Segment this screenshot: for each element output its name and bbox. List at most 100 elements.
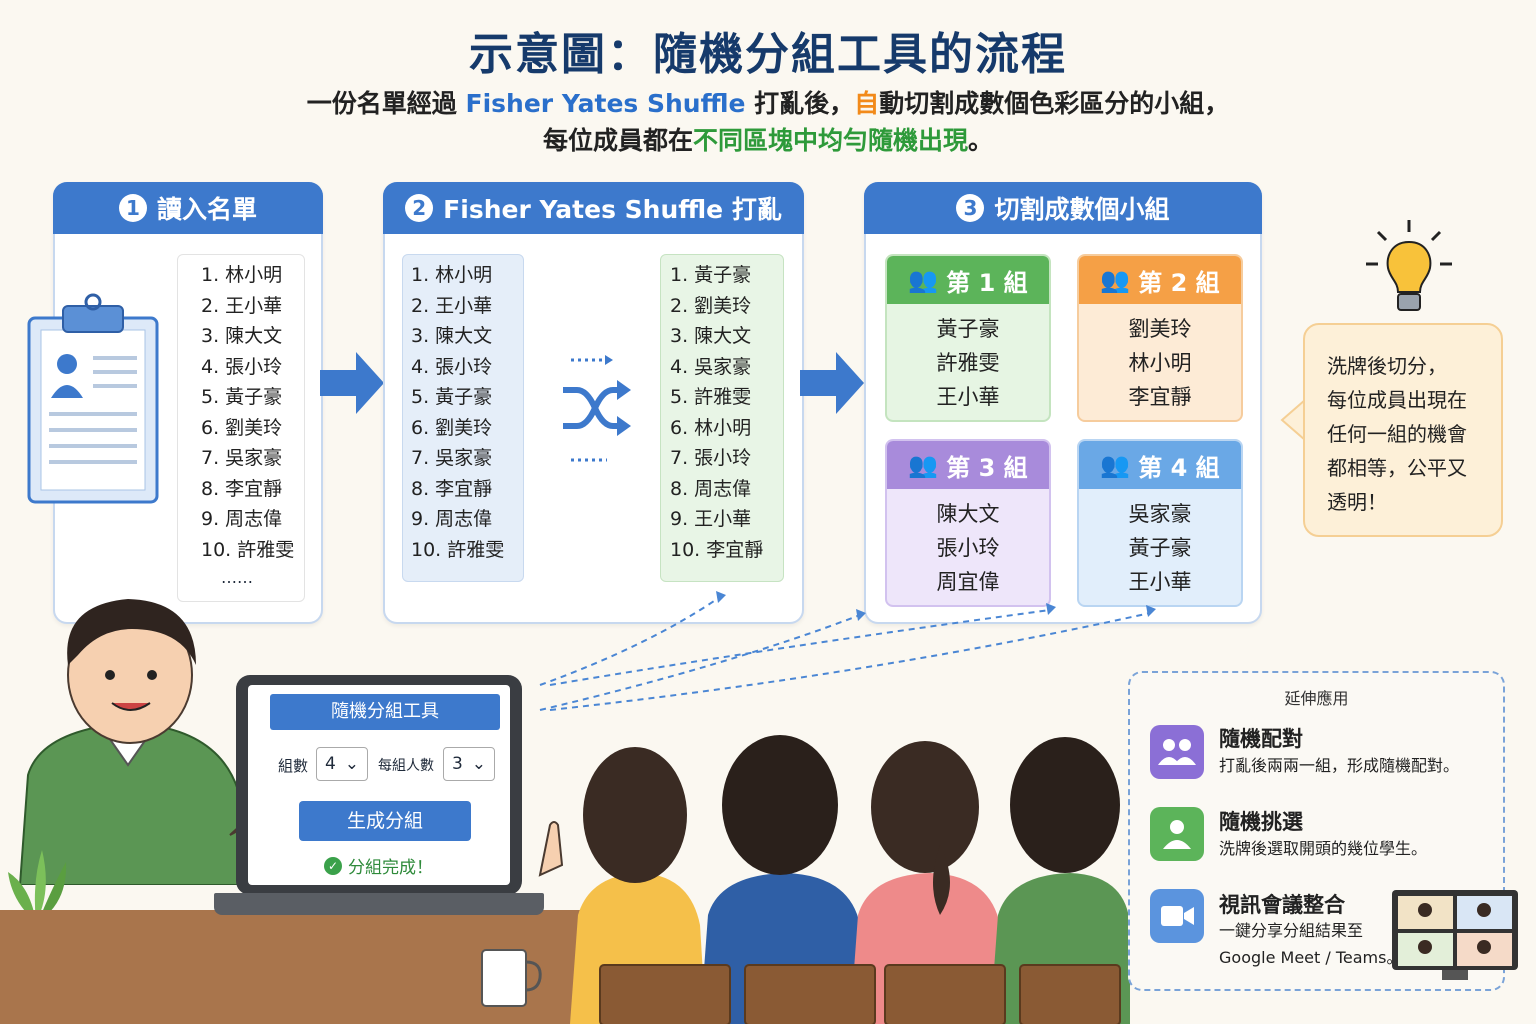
group-member: 王小華 (1128, 570, 1192, 594)
extension-desc: 洗牌後選取開頭的幾位學生。 (1219, 839, 1428, 858)
tip-line: 都相等，公平又 (1327, 456, 1467, 480)
list-item: 6. 劉美玲 (201, 416, 283, 439)
group-member: 李宜靜 (1128, 385, 1192, 409)
list-item: 2. 王小華 (411, 294, 493, 317)
tip-line: 每位成員出現在 (1327, 388, 1467, 412)
list-item: 7. 張小玲 (670, 447, 752, 469)
laptop-keyboard (214, 893, 544, 915)
list-item: 4. 張小玲 (411, 355, 493, 378)
people-icon: 👥 (908, 266, 939, 294)
flow-arrow-icon (320, 352, 384, 414)
shuffled-list-box (660, 254, 784, 582)
step3-title: 切割成數個小組 (994, 195, 1170, 224)
group-card-2: 👥第 2 組 劉美玲林小明李宜靜 (1077, 254, 1243, 422)
extension-desc: 打亂後兩兩一組，形成隨機配對。 (1219, 756, 1460, 775)
connector-lines (539, 591, 1156, 711)
group-title: 第 1 組 (946, 268, 1028, 297)
tool-title-bar: 隨機分組工具 (270, 694, 500, 730)
group-title: 第 3 組 (946, 453, 1028, 482)
original-list-box (402, 254, 524, 582)
subtitle-algorithm: Fisher Yates Shuffle (465, 89, 746, 118)
group-member: 黃子豪 (936, 317, 1000, 341)
extension-desc: 一鍵分享分組結果至 (1219, 921, 1364, 940)
list-item: 7. 吳家豪 (411, 447, 493, 469)
subtitle-line-1: 一份名單經過 Fisher Yates Shuffle 打亂後，自動切割成數個色… (0, 84, 1536, 120)
subtitle-text: 一份名單經過 (306, 89, 466, 118)
generate-button[interactable]: 生成分組 (299, 801, 471, 841)
group-member: 許雅雯 (936, 351, 1000, 375)
shuffle-icon (563, 355, 631, 462)
list-item: 10. 許雅雯 (201, 538, 295, 561)
step2-title: Fisher Yates Shuffle 打亂 (443, 195, 782, 224)
list-item: 3. 陳大文 (411, 325, 493, 347)
group-member: 吳家豪 (1128, 502, 1192, 526)
original-list: 1. 林小明 2. 王小華 3. 陳大文 4. 張小玲 5. 黃子豪 6. 劉美玲 7. 吳… (411, 260, 504, 565)
list-item: 5. 黃子豪 (411, 386, 493, 408)
page-title: 示意圖：隨機分組工具的流程 (469, 29, 1067, 80)
extension-title: 隨機挑選 (1219, 810, 1303, 834)
people-icon: 👥 (1100, 266, 1131, 294)
extensions-title: 延伸應用 (1284, 689, 1349, 708)
list-item: 1. 林小明 (201, 264, 283, 286)
chevron-down-icon: ⌄ (344, 754, 359, 774)
desk (0, 910, 650, 1024)
group-header: 👥第 4 組 (1079, 441, 1241, 489)
done-status: ✓ 分組完成！ (324, 853, 433, 878)
group-member: 張小玲 (936, 536, 1000, 560)
list-item: 4. 吳家豪 (670, 355, 752, 378)
list-item: 8. 周志偉 (670, 477, 752, 500)
list-item: 2. 王小華 (201, 294, 283, 317)
group-member: 陳大文 (936, 502, 1000, 526)
people-icon: 👥 (1100, 451, 1131, 479)
list-item: 3. 陳大文 (670, 325, 752, 347)
list-item: 1. 黃子豪 (670, 264, 752, 286)
group-members: 黃子豪許雅雯王小華 (887, 304, 1049, 414)
per-group-label: 每組人數 (378, 758, 434, 774)
group-member: 黃子豪 (1128, 536, 1192, 560)
list-item: 8. 李宜靜 (411, 477, 493, 500)
group-card-3: 👥第 3 組 陳大文張小玲周宜偉 (885, 439, 1051, 607)
list-item: 4. 張小玲 (201, 355, 283, 378)
groups-value: 4 (325, 754, 336, 774)
laptop: 隨機分組工具 組數 4⌄ 每組人數 3⌄ 生成分組 ✓ 分組完成！ (236, 675, 522, 895)
group-member: 林小明 (1128, 351, 1192, 375)
group-members: 吳家豪黃子豪王小華 (1079, 489, 1241, 599)
group-header: 👥第 1 組 (887, 256, 1049, 304)
video-meeting-screen-icon (1392, 890, 1518, 980)
step1-title: 讀入名單 (156, 195, 257, 224)
tool-screen: 隨機分組工具 組數 4⌄ 每組人數 3⌄ 生成分組 ✓ 分組完成！ (248, 685, 510, 885)
list-item: 1. 林小明 (411, 264, 493, 286)
group-header: 👥第 3 組 (887, 441, 1049, 489)
group-title: 第 4 組 (1138, 453, 1220, 482)
list-item: 9. 周志偉 (201, 508, 283, 530)
list-item: 10. 李宜靜 (670, 538, 764, 561)
group-member: 劉美玲 (1128, 317, 1192, 341)
pair-people-icon (1150, 725, 1204, 779)
subtitle-text: 自 (854, 89, 880, 118)
group-card-1: 👥第 1 組 黃子豪許雅雯王小華 (885, 254, 1051, 422)
group-members: 劉美玲林小明李宜靜 (1079, 304, 1241, 414)
students-illustration (538, 735, 1130, 1024)
tip-line: 任何一組的機會 (1327, 422, 1467, 446)
tip-bubble: 洗牌後切分， 每位成員出現在 任何一組的機會 都相等，公平又 透明！ (1303, 323, 1503, 537)
list-item: 9. 周志偉 (411, 508, 493, 530)
extension-title: 視訊會議整合 (1219, 893, 1345, 917)
group-title: 第 2 組 (1138, 268, 1220, 297)
list-item: 6. 劉美玲 (411, 416, 493, 439)
group-card-4: 👥第 4 組 吳家豪黃子豪王小華 (1077, 439, 1243, 607)
per-group-select[interactable]: 3⌄ (443, 747, 495, 781)
group-member: 周宜偉 (936, 570, 1000, 594)
groups-select[interactable]: 4⌄ (316, 747, 368, 781)
roster-list (177, 254, 305, 602)
more-indicator: …… (221, 568, 253, 587)
per-group-value: 3 (452, 754, 463, 774)
list-item: 10. 許雅雯 (411, 538, 505, 561)
mug-icon (481, 949, 542, 1007)
list-item: 5. 許雅雯 (670, 386, 752, 408)
